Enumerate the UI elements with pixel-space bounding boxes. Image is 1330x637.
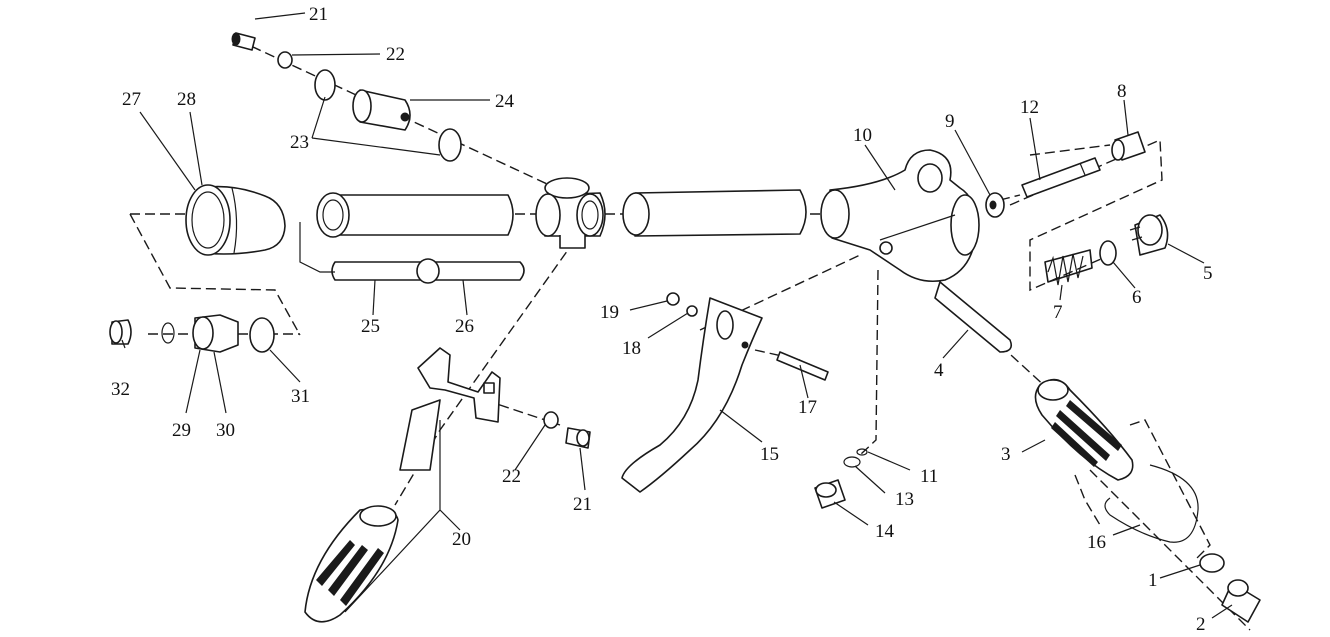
label-8: 8 [1117,81,1127,102]
label-32: 32 [111,379,130,400]
label-22a: 22 [386,44,405,65]
label-26: 26 [455,316,474,337]
label-2: 2 [1196,614,1206,635]
part-9-nut [985,192,1005,218]
label-18: 18 [622,338,641,359]
label-20: 20 [452,529,471,550]
label-10: 10 [853,125,872,146]
valve-small-parts [814,448,868,509]
part-8-plug [1111,131,1146,161]
label-17: 17 [798,397,817,418]
left-grip [304,505,399,623]
trigger-small-parts [666,292,829,381]
assembly-lines [129,39,1251,631]
label-14: 14 [875,521,895,542]
part-12-pin [1021,157,1101,198]
part-5-fitting [1129,214,1169,256]
label-11: 11 [920,466,938,487]
label-12: 12 [1020,97,1039,118]
label-22b: 22 [502,466,521,487]
front-nozzle-cone [185,184,286,256]
label-16: 16 [1087,532,1106,553]
lower-screw [543,411,591,449]
part-20-bracket [399,347,501,471]
label-25: 25 [361,316,380,337]
barrel-right [622,189,807,237]
part-16-guard [1104,464,1199,543]
label-5: 5 [1203,263,1213,284]
label-9: 9 [945,111,955,132]
barrel-left [316,192,514,238]
label-7: 7 [1053,302,1063,323]
valve-body [820,149,1013,353]
label-15: 15 [760,444,779,465]
right-grip [1034,378,1134,481]
label-21b: 21 [573,494,592,515]
trigger-lever [621,297,763,493]
label-31: 31 [291,386,310,407]
label-23: 23 [290,132,309,153]
tee-fitting [535,177,606,249]
label-27: 27 [122,89,141,110]
label-21a: 21 [309,4,328,25]
label-29: 29 [172,420,191,441]
label-28: 28 [177,89,196,110]
label-24: 24 [495,91,515,112]
leader-lines [121,12,1233,619]
label-4: 4 [934,360,944,381]
label-1: 1 [1148,570,1158,591]
top-small-parts [231,32,462,162]
label-13: 13 [895,489,914,510]
left-fittings [109,314,275,353]
label-6: 6 [1132,287,1142,308]
part-6-oring [1099,240,1117,266]
part-7-spring [1044,249,1093,286]
part-labels: 1 2 3 4 5 6 7 8 9 10 11 12 13 14 15 16 1… [111,4,1213,635]
long-tube [299,222,525,284]
label-3: 3 [1001,444,1011,465]
label-19: 19 [600,302,619,323]
bottom-fittings [1199,553,1261,623]
label-30: 30 [216,420,235,441]
